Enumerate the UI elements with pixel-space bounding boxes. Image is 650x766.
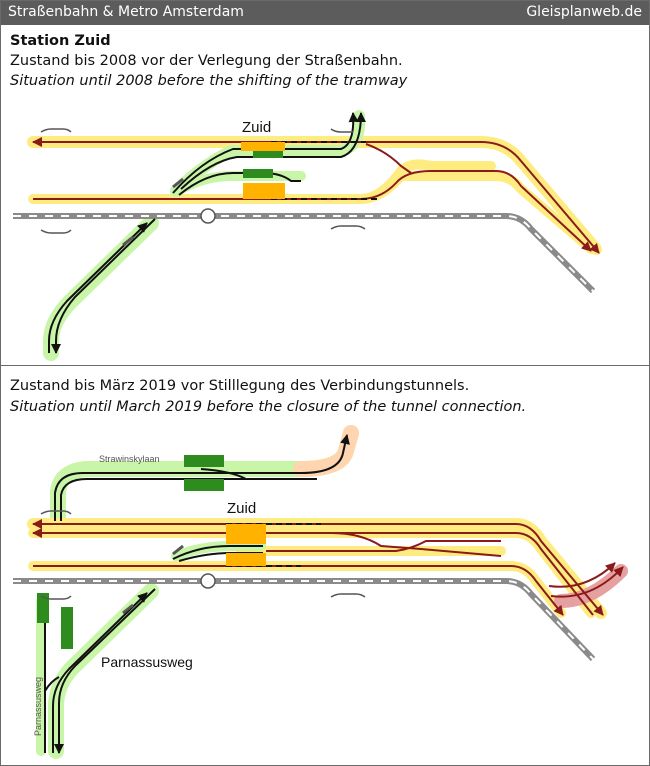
platform-tram-2 [243, 169, 273, 178]
platform-tram-1 [253, 151, 283, 158]
platform-zuid-metro-2 [226, 553, 266, 566]
section2-line-de: Zustand bis März 2019 vor Stilllegung de… [10, 378, 470, 394]
header-site[interactable]: Gleisplanweb.de [526, 4, 642, 20]
section2-station-label: Zuid [227, 500, 256, 517]
label-parnassusweg-vertical: Parnassusweg [33, 677, 43, 736]
rail-station-circle-2 [200, 573, 216, 589]
label-strawinskylaan: Strawinskylaan [99, 454, 160, 464]
platform-metro-north [241, 142, 285, 151]
section1-heading: Station Zuid [10, 33, 111, 49]
section1-station-label: Zuid [242, 119, 271, 136]
platform-zuid-metro-1 [226, 524, 266, 544]
section1-line-en: Situation until 2008 before the shifting… [10, 73, 408, 89]
rail-station-circle [200, 208, 216, 224]
label-parnassusweg: Parnassusweg [101, 654, 193, 670]
platform-parnassusweg-1 [37, 593, 49, 623]
section1-line-de: Zustand bis 2008 vor der Verlegung der S… [10, 53, 403, 69]
header-bar: Straßenbahn & Metro Amsterdam Gleisplanw… [1, 1, 649, 25]
header-title: Straßenbahn & Metro Amsterdam [8, 4, 244, 20]
section2-line-en: Situation until March 2019 before the cl… [10, 399, 527, 415]
section2-diagram: Zuid Strawinskylaan Parnassusweg Parnass… [13, 425, 628, 759]
section-divider [1, 365, 649, 366]
platform-metro-south [243, 183, 285, 199]
platform-parnassusweg-2 [61, 607, 73, 649]
section1-diagram: Zuid [13, 110, 602, 361]
platform-strawinskylaan-2 [184, 479, 224, 491]
platform-strawinskylaan-1 [184, 455, 224, 467]
